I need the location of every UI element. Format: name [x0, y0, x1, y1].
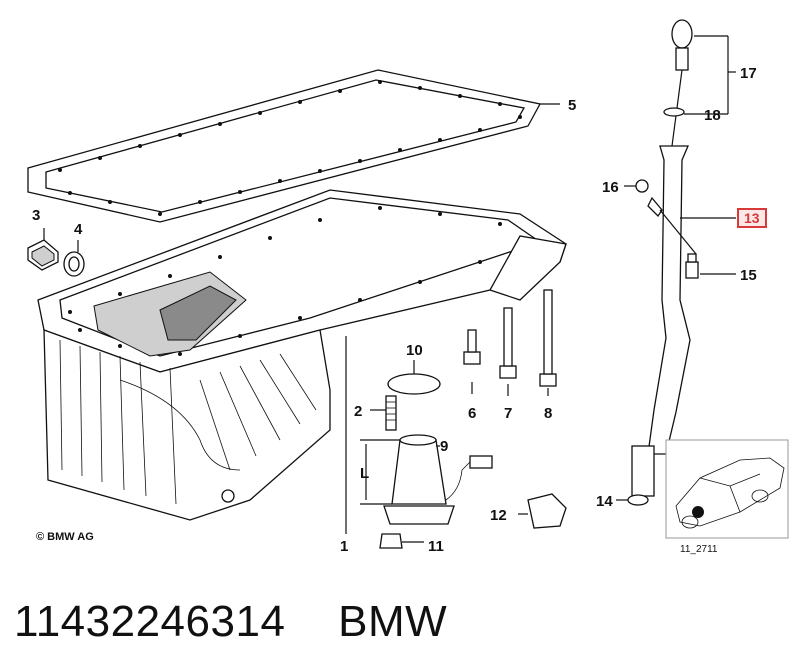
callout-5: 5: [568, 97, 576, 114]
callout-4: 4: [74, 221, 83, 238]
callout-3: 3: [32, 207, 40, 224]
oil-level-sensor[interactable]: [383, 434, 493, 525]
copyright-notice: © BMW AG: [36, 531, 94, 543]
o-ring[interactable]: [387, 373, 441, 395]
highlighted-callout-13[interactable]: 13: [737, 208, 767, 228]
grommet[interactable]: [635, 179, 649, 193]
hex-bolt-8[interactable]: [539, 289, 557, 387]
oil-pan-gasket[interactable]: [27, 69, 541, 223]
inset-reference-code: 11_2711: [680, 544, 718, 555]
drain-plug[interactable]: [27, 239, 59, 271]
hex-bolt-6[interactable]: [463, 329, 481, 365]
oil-pan[interactable]: [37, 189, 567, 521]
callout-12: 12: [490, 507, 507, 524]
hex-bolt-7[interactable]: [499, 307, 517, 379]
vehicle-location-inset: 11_2711: [665, 439, 789, 555]
callout-2: 2: [354, 403, 362, 420]
parts-diagram: 1 2 3 4 5 6 7 8 9 10 11 12 14 15 16 17 1…: [27, 19, 789, 555]
dipstick-guide-tube[interactable]: [631, 145, 691, 497]
dipstick[interactable]: [671, 19, 693, 147]
callout-13: 13: [744, 210, 760, 226]
callout-15: 15: [740, 267, 757, 284]
caption-bar: 11432246314 BMW: [14, 582, 447, 662]
location-dot: [692, 506, 704, 518]
callout-9: 9: [440, 438, 448, 455]
callout-8: 8: [544, 405, 552, 422]
tube-seal-ring[interactable]: [627, 494, 649, 506]
stud[interactable]: [385, 395, 397, 431]
sealing-ring[interactable]: [63, 251, 85, 277]
callout-14: 14: [596, 493, 613, 510]
callout-1: 1: [340, 538, 348, 555]
clip[interactable]: [527, 493, 567, 529]
callout-6: 6: [468, 405, 476, 422]
callout-17: 17: [740, 65, 757, 82]
callout-11: 11: [428, 538, 444, 555]
brand-name: BMW: [338, 597, 448, 646]
dimension-label-l: L: [360, 465, 369, 482]
callout-7: 7: [504, 405, 512, 422]
dipstick-seal[interactable]: [663, 107, 685, 117]
callout-16: 16: [602, 179, 619, 196]
callout-10: 10: [406, 342, 423, 359]
bracket-screw[interactable]: [685, 253, 699, 279]
part-number: 11432246314: [14, 597, 286, 646]
callout-18: 18: [704, 107, 721, 124]
hex-nut[interactable]: [379, 533, 403, 549]
